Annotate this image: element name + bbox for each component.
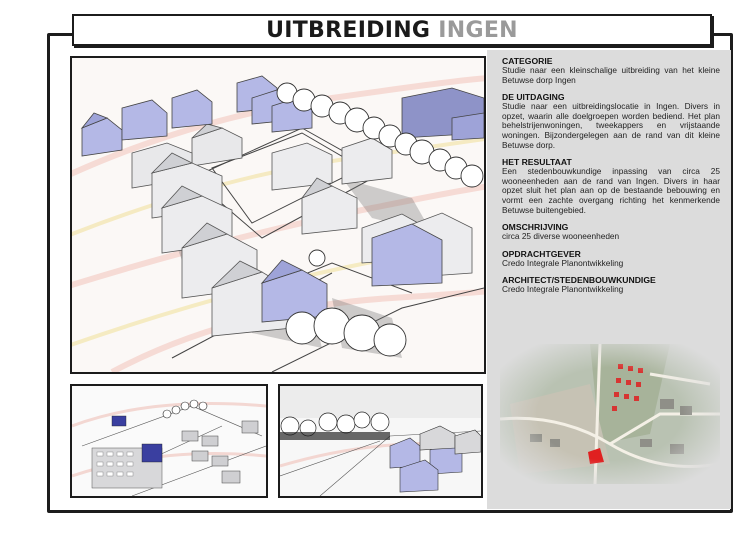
section-omschrijving: OMSCHRIJVING circa 25 diverse wooneenhed…	[502, 222, 720, 242]
section-heading: HET RESULTAAT	[502, 157, 572, 168]
plan-aerial-render	[70, 384, 268, 498]
section-heading: DE UITDAGING	[502, 92, 565, 103]
section-heading: ARCHITECT/STEDENBOUWKUNDIGE	[502, 275, 656, 286]
section-body: circa 25 diverse wooneenheden	[502, 231, 620, 242]
section-body: Credo Integrale Planontwikkeling	[502, 284, 624, 295]
section-body: Studie naar een kleinschalige uitbreidin…	[502, 65, 720, 85]
section-heading: OPDRACHTGEVER	[502, 248, 581, 259]
section-opdrachtgever: OPDRACHTGEVER Credo Integrale Planontwik…	[502, 249, 720, 269]
section-heading: OMSCHRIJVING	[502, 222, 569, 233]
section-heading: CATEGORIE	[502, 56, 553, 66]
section-body: Credo Integrale Planontwikkeling	[502, 257, 624, 268]
section-uitdaging: DE UITDAGING Studie naar een uitbreiding…	[502, 92, 720, 150]
section-body: Studie naar een uitbreidingslocatie in I…	[502, 101, 720, 150]
location-map	[500, 344, 720, 484]
project-info: CATEGORIE Studie naar een kleinschalige …	[502, 56, 720, 302]
section-architect: ARCHITECT/STEDENBOUWKUNDIGE Credo Integr…	[502, 275, 720, 295]
title-main: UITBREIDING	[266, 17, 431, 43]
title-place: INGEN	[438, 17, 518, 43]
section-categorie: CATEGORIE Studie naar een kleinschalige …	[502, 56, 720, 85]
section-resultaat: HET RESULTAAT Een stedenbouwkundige inpa…	[502, 157, 720, 215]
section-body: Een stedenbouwkundige inpassing van circ…	[502, 166, 720, 215]
title-bar: UITBREIDING INGEN	[72, 14, 712, 46]
main-aerial-render	[70, 56, 486, 374]
street-view-render	[278, 384, 483, 498]
